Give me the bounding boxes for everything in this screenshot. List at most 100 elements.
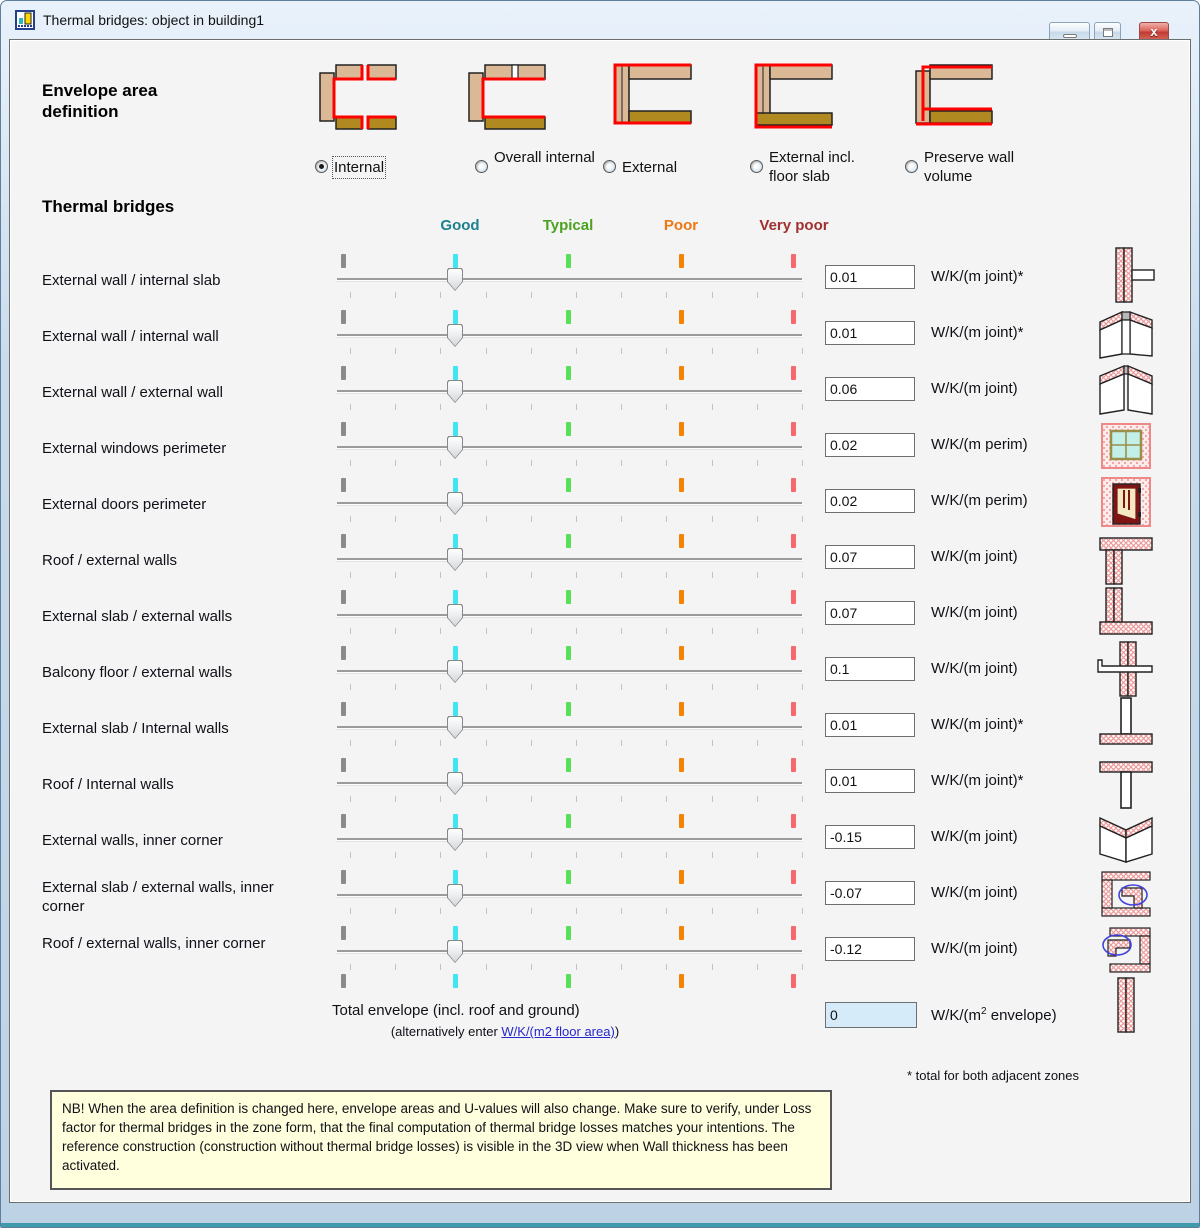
slider-track[interactable] (337, 278, 802, 280)
slider-track[interactable] (337, 950, 802, 952)
row-value-input[interactable] (825, 433, 915, 457)
row-label: External doors perimeter (42, 496, 207, 513)
scale-tick (791, 366, 796, 380)
row-value-input[interactable] (825, 937, 915, 961)
floor-area-link[interactable]: W/K/(m2 floor area) (501, 1024, 615, 1039)
slider-thumb[interactable] (447, 716, 463, 739)
row-slider[interactable] (337, 422, 803, 472)
slider-thumb[interactable] (447, 324, 463, 347)
row-value-input[interactable] (825, 601, 915, 625)
nb-note-box: NB! When the area definition is changed … (50, 1090, 832, 1190)
external-wall-internal-wall-icon (1099, 310, 1153, 359)
row-value-input[interactable] (825, 377, 915, 401)
section-overall-internal-icon (468, 64, 546, 130)
row-slider[interactable] (337, 814, 803, 864)
row-slider[interactable] (337, 534, 803, 584)
row-value-input[interactable] (825, 321, 915, 345)
slider-track[interactable] (337, 782, 802, 784)
thermal-bridge-row: External wall / internal wallW/K/(m join… (10, 310, 1110, 364)
row-slider[interactable] (337, 254, 803, 304)
slider-thumb[interactable] (447, 268, 463, 291)
row-value-input[interactable] (825, 545, 915, 569)
scale-tick (791, 926, 796, 940)
row-unit: W/K/(m perim) (931, 492, 1028, 509)
scale-tick (453, 478, 458, 492)
slider-track[interactable] (337, 726, 802, 728)
row-slider[interactable] (337, 758, 803, 808)
slider-thumb[interactable] (447, 604, 463, 627)
slider-thumb[interactable] (447, 436, 463, 459)
row-value-input[interactable] (825, 489, 915, 513)
radio-label: Preserve wall volume (924, 149, 1015, 185)
slider-thumb[interactable] (447, 380, 463, 403)
thermal-bridge-row: Balcony floor / external wallsW/K/(m joi… (10, 646, 1110, 700)
row-slider[interactable] (337, 310, 803, 360)
thermal-bridge-row: External walls, inner cornerW/K/(m joint… (10, 814, 1110, 868)
slider-thumb[interactable] (447, 772, 463, 795)
row-unit: W/K/(m joint) (931, 604, 1018, 621)
slider-thumb[interactable] (447, 492, 463, 515)
slider-track[interactable] (337, 334, 802, 336)
radio-overall-internal[interactable] (475, 160, 488, 173)
row-slider[interactable] (337, 702, 803, 752)
scale-tick (679, 926, 684, 940)
row-value-input[interactable] (825, 265, 915, 289)
row-slider[interactable] (337, 478, 803, 528)
row-slider[interactable] (337, 926, 803, 976)
slider-track[interactable] (337, 614, 802, 616)
row-slider[interactable] (337, 646, 803, 696)
thermal-bridge-row: External doors perimeter W/K/(m perim) (10, 478, 1110, 532)
thermal-bridge-row: External windows perimeterW/K/(m perim) (10, 422, 1110, 476)
external-wall-external-wall-icon (1099, 364, 1153, 415)
scale-tick (453, 310, 458, 324)
radio-internal[interactable] (315, 160, 328, 173)
radio-preserve-wall-volume[interactable] (905, 160, 918, 173)
slider-thumb[interactable] (447, 548, 463, 571)
slider-track[interactable] (337, 894, 802, 896)
row-slider[interactable] (337, 590, 803, 640)
door-perimeter-icon (1101, 477, 1151, 527)
row-value-input[interactable] (825, 881, 915, 905)
total-envelope-input[interactable] (825, 1002, 917, 1028)
title-bar[interactable]: Thermal bridges: object in building1 x (1, 1, 1199, 42)
scale-tick (791, 758, 796, 772)
slider-thumb[interactable] (447, 660, 463, 683)
scale-tick (679, 478, 684, 492)
radio-external[interactable] (603, 160, 616, 173)
row-value-input[interactable] (825, 713, 915, 737)
slider-track[interactable] (337, 502, 802, 504)
balcony-floor-icon (1097, 641, 1153, 697)
row-label: External wall / internal slab (42, 272, 221, 289)
row-unit: W/K/(m joint)* (931, 324, 1024, 341)
slider-track[interactable] (337, 390, 802, 392)
slider-thumb[interactable] (447, 940, 463, 963)
slider-track[interactable] (337, 670, 802, 672)
scale-tick (791, 590, 796, 604)
radio-external-floor-slab[interactable] (750, 160, 763, 173)
scale-tick (453, 974, 458, 988)
scale-tick (341, 366, 346, 380)
scale-tick (791, 702, 796, 716)
slider-track[interactable] (337, 558, 802, 560)
slider-thumb[interactable] (447, 828, 463, 851)
radio-label: Internal (331, 156, 387, 179)
row-slider[interactable] (337, 870, 803, 920)
row-value-input[interactable] (825, 825, 915, 849)
slider-track[interactable] (337, 838, 802, 840)
roof-internal-walls-icon (1099, 761, 1153, 809)
row-value-input[interactable] (825, 769, 915, 793)
row-value-input[interactable] (825, 657, 915, 681)
scale-tick (453, 814, 458, 828)
row-slider[interactable] (337, 366, 803, 416)
scale-tick (791, 646, 796, 660)
row-unit: W/K/(m joint)* (931, 716, 1024, 733)
scale-tick (341, 254, 346, 268)
slider-track[interactable] (337, 446, 802, 448)
scale-tick (679, 590, 684, 604)
slider-thumb[interactable] (447, 884, 463, 907)
scale-header-poor: Poor (663, 217, 699, 234)
thermal-bridge-row: Roof / external wallsW/K/(m joint) (10, 534, 1110, 588)
total-envelope-label: Total envelope (incl. roof and ground) (332, 1002, 580, 1019)
scale-tick (791, 974, 796, 988)
row-unit: W/K/(m joint)* (931, 268, 1024, 285)
